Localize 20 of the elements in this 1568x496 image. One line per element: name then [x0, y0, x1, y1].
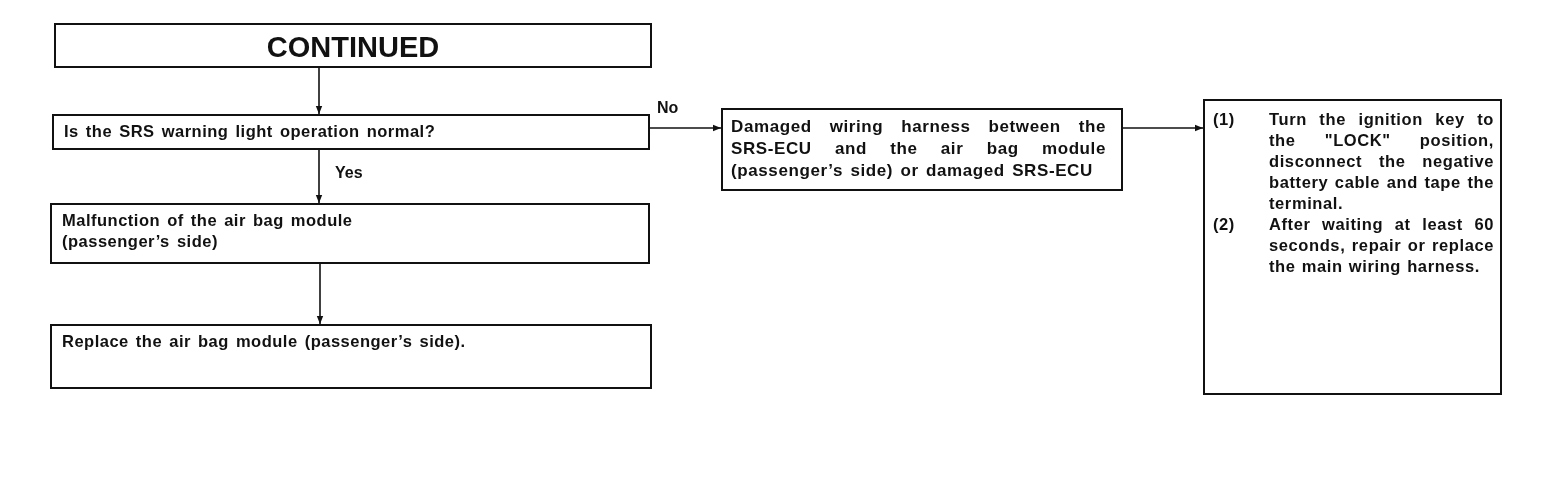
heading-text: CONTINUED — [265, 30, 441, 64]
action-box — [1203, 99, 1502, 395]
decision-box — [52, 114, 650, 150]
process-box — [721, 108, 1123, 191]
process-box — [50, 324, 652, 389]
arrow — [316, 263, 324, 325]
arrow — [315, 149, 323, 204]
step-number: (2) — [1213, 214, 1236, 235]
node-text: Replace the air bag module (passenger’s side). — [62, 331, 467, 352]
step-text: After waiting at least 60 seconds, repair or replace the main wiring harness. — [1269, 214, 1494, 277]
arrow — [649, 124, 722, 132]
arrow — [1122, 124, 1204, 132]
node-text: Damaged wiring harness between the SRS-ECU and the air bag module (passenger’s side) or damaged SRS-ECU — [731, 116, 1106, 182]
node-text: Malfunction of the air bag module (passenger’s side) — [62, 210, 354, 252]
start-box — [54, 23, 652, 68]
process-box — [50, 203, 650, 264]
arrow — [315, 67, 323, 115]
step-number: (1) — [1213, 109, 1236, 130]
step-text: Turn the ignition key to the "LOCK" position, disconnect the negative battery cable and tape the terminal. — [1269, 109, 1494, 214]
question-text: Is the SRS warning light operation normal? — [64, 121, 437, 142]
